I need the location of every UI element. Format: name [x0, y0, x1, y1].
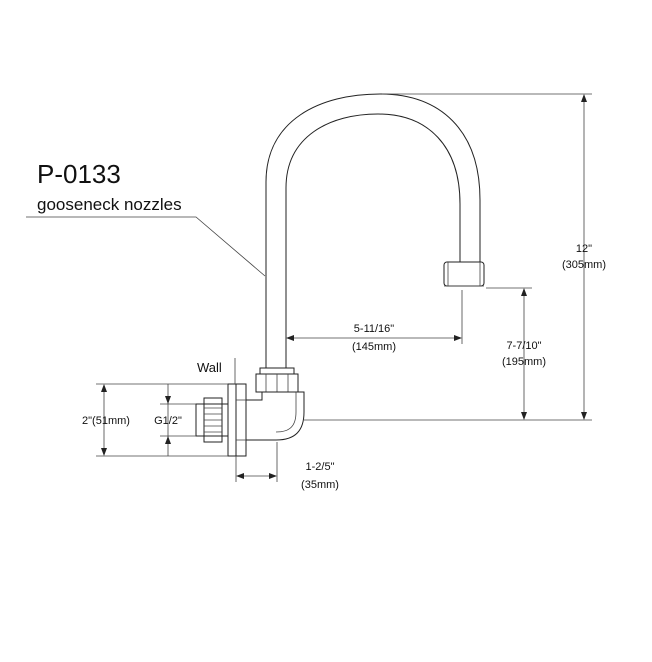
title-leader-line: [26, 216, 266, 277]
dimension-reach: 5-11/16" (145mm): [286, 290, 463, 353]
dimension-flange-height: 2"(51mm): [82, 383, 228, 457]
dimension-wall-offset: 1-2/5" (35mm): [235, 442, 339, 491]
model-number: P-0133: [37, 159, 121, 189]
reach-imperial: 5-11/16": [354, 323, 394, 335]
flange-height-label: 2"(51mm): [82, 415, 130, 427]
gooseneck-spout: [265, 93, 481, 368]
thread-label: G1/2": [154, 415, 182, 427]
height-outlet-metric: (195mm): [502, 356, 546, 368]
dimension-thread: G1/2": [154, 384, 196, 456]
height-total-metric: (305mm): [562, 259, 606, 271]
product-name: gooseneck nozzles: [37, 195, 182, 214]
dimension-total-height: 12" (305mm): [304, 93, 606, 421]
nozzle-tip: [443, 261, 485, 287]
dimension-outlet-height: 7-7/10" (195mm): [486, 287, 546, 420]
reach-metric: (145mm): [352, 341, 396, 353]
wall-label: Wall: [197, 360, 222, 375]
wall-offset-imperial: 1-2/5": [306, 461, 335, 473]
height-outlet-imperial: 7-7/10": [506, 340, 541, 352]
height-total-imperial: 12": [576, 243, 592, 255]
threaded-shank: [195, 397, 229, 443]
elbow-body: [245, 391, 305, 441]
wall-flange: [227, 383, 247, 457]
wall-offset-metric: (35mm): [301, 479, 339, 491]
hex-nut: [255, 367, 299, 393]
